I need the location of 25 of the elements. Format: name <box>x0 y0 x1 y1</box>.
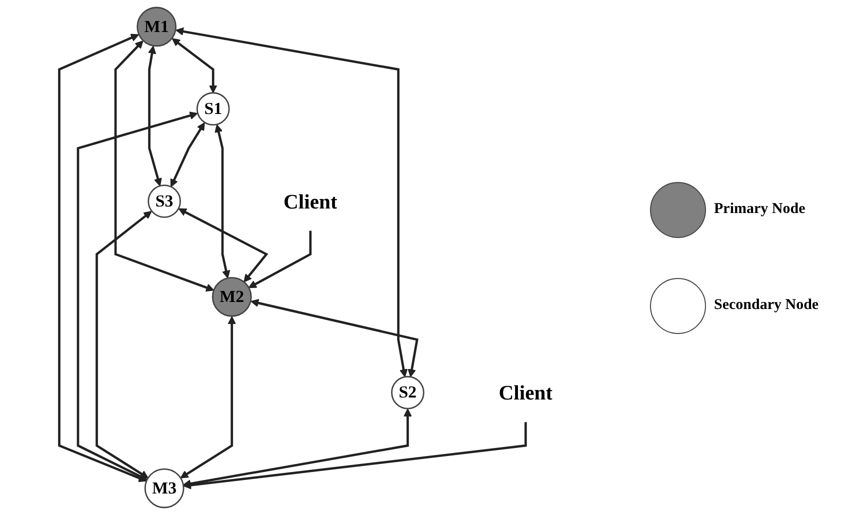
arrow <box>178 208 268 282</box>
node-circle: M2 <box>212 276 252 317</box>
node-text: Client <box>283 190 338 213</box>
arrow <box>250 298 418 378</box>
arrow <box>176 27 408 378</box>
node-circle: S1 <box>196 92 230 126</box>
arrow <box>248 230 312 288</box>
node-text: Client <box>498 380 553 404</box>
arrow <box>58 34 147 482</box>
arrow <box>214 124 230 278</box>
arrow <box>96 210 152 478</box>
arrow <box>180 316 236 478</box>
legend-label: Secondary Node <box>714 297 819 314</box>
node-circle: S2 <box>391 376 424 410</box>
legend-label: Primary Node <box>714 201 806 218</box>
arrow <box>76 112 198 480</box>
arrow <box>114 40 214 292</box>
arrow <box>182 408 412 488</box>
arrow <box>148 46 162 186</box>
node-circle: S3 <box>148 184 181 218</box>
arrow <box>183 422 527 490</box>
arrow <box>172 38 218 94</box>
node-circle: M3 <box>144 468 184 508</box>
node-circle: M1 <box>136 6 177 47</box>
arrow <box>170 122 205 188</box>
